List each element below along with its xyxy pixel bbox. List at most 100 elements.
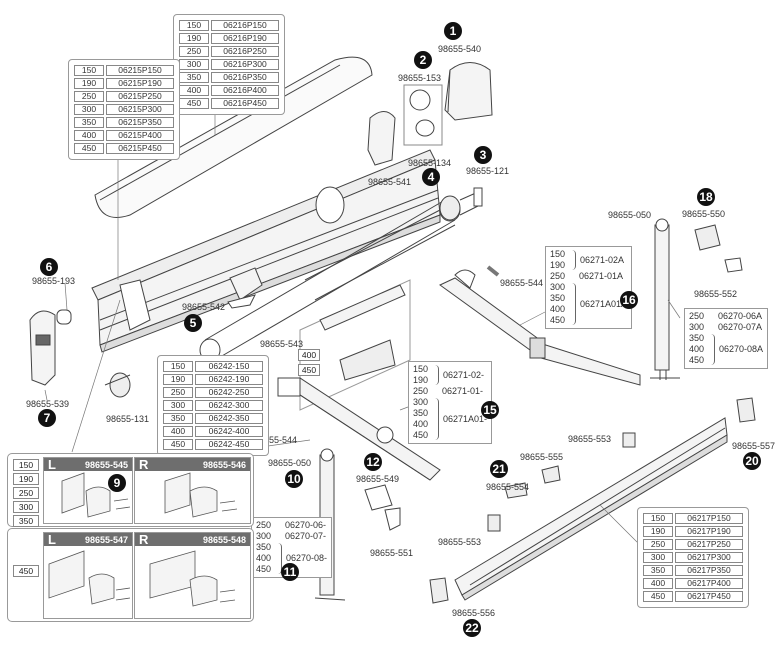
part-number-cell: 06242-350 — [195, 413, 263, 424]
part-label-050-right: 98655-050 — [608, 210, 652, 220]
end-cap-556 — [429, 577, 449, 604]
callout-4: 4 — [422, 168, 440, 186]
part-label-540: 98655-540 — [438, 44, 482, 54]
part-label-541: 98655-541 — [368, 177, 412, 187]
part-number: 06271-02A — [580, 254, 625, 265]
size-cell: 450 — [179, 98, 209, 109]
part-number-cell: 06216P450 — [211, 98, 279, 109]
callout-16: 16 — [620, 291, 638, 309]
part-number-cell: 06242-450 — [195, 439, 263, 450]
size-list: 250 — [256, 520, 272, 530]
part-label-131: 98655-131 — [106, 414, 150, 424]
part-number: 06270-06- — [285, 520, 327, 530]
kit-upper-right-panel: R 98655-546 — [134, 457, 251, 524]
part-number-cell: 06217P400 — [675, 578, 743, 589]
part-number-cell: 06216P350 — [211, 72, 279, 83]
case-top-cover — [94, 56, 373, 218]
callout-3: 3 — [474, 146, 492, 164]
size-cell: 250 — [643, 539, 673, 550]
part-label-555: 98655-555 — [520, 452, 564, 462]
kit-drawing — [164, 472, 238, 518]
size-cell: 300 — [13, 501, 39, 513]
part-number: 06270-08- — [286, 553, 328, 563]
clip-554 — [504, 482, 528, 499]
part-label-544-left: 98655-544 — [254, 435, 298, 445]
size-cell: 450 — [13, 565, 39, 577]
callout-15: 15 — [481, 401, 499, 419]
drive-gear-3 — [439, 187, 483, 221]
size-cell: 300 — [643, 552, 673, 563]
part-label-544-right: 98655-544 — [500, 278, 544, 288]
size-cell: 250 — [13, 487, 39, 499]
size-cell: 350 — [74, 117, 104, 128]
size-cell: 150 — [74, 65, 104, 76]
part-number-cell: 06217P300 — [675, 552, 743, 563]
part-number-cell: 06217P250 — [675, 539, 743, 550]
part-number: 06271-01A — [579, 271, 624, 281]
part-number: 06270-07- — [285, 531, 327, 541]
part-label-554: 98655-554 — [486, 482, 530, 492]
kit-upper-left-panel: L 98655-545 9 — [43, 457, 133, 524]
plug-6 — [56, 309, 72, 325]
part-number-cell: 06215P400 — [106, 130, 174, 141]
gear-2 — [409, 89, 435, 137]
clip-542 — [227, 267, 263, 309]
part-label-553-upper: 98655-553 — [568, 434, 612, 444]
part-number: 06270-08A — [719, 344, 764, 354]
pin-552 — [724, 257, 743, 273]
kit-part-number: 98655-545 — [84, 459, 128, 470]
bracket-550 — [694, 224, 721, 251]
part-label-549: 98655-549 — [356, 474, 400, 484]
part-number: 06271A01- — [443, 413, 488, 424]
end-cover-7 — [29, 310, 56, 386]
part-number-cell: 06217P150 — [675, 513, 743, 524]
kit-drawing — [149, 550, 236, 607]
kit-lower: 450 L 98655-547 R 98655-548 — [7, 528, 254, 622]
kit-part-number: 98655-548 — [202, 534, 246, 545]
brace — [278, 543, 282, 574]
part-label-556: 98655-556 — [452, 608, 496, 618]
gear-131 — [104, 372, 131, 398]
part-label-539: 98655-539 — [26, 399, 70, 409]
part-number-cell: 06242-300 — [195, 400, 263, 411]
kit-drawing — [48, 550, 131, 605]
part-number-cell: 06215P250 — [106, 91, 174, 102]
part-label-193: 98655-193 — [32, 276, 76, 286]
part-number-cell: 06217P350 — [675, 565, 743, 576]
part-number: 06271A01A — [580, 298, 628, 309]
size-cell: 190 — [74, 78, 104, 89]
size-cell: 300 — [179, 59, 209, 70]
brace — [711, 334, 715, 365]
clip-551 — [384, 507, 401, 531]
size-cell: 350 — [163, 413, 193, 424]
size-list: 300 — [689, 322, 705, 332]
part-label-050-left: 98655-050 — [268, 458, 312, 468]
part-number-cell: 06215P150 — [106, 65, 174, 76]
callout-2: 2 — [414, 51, 432, 69]
size-list: 250 — [689, 311, 705, 321]
